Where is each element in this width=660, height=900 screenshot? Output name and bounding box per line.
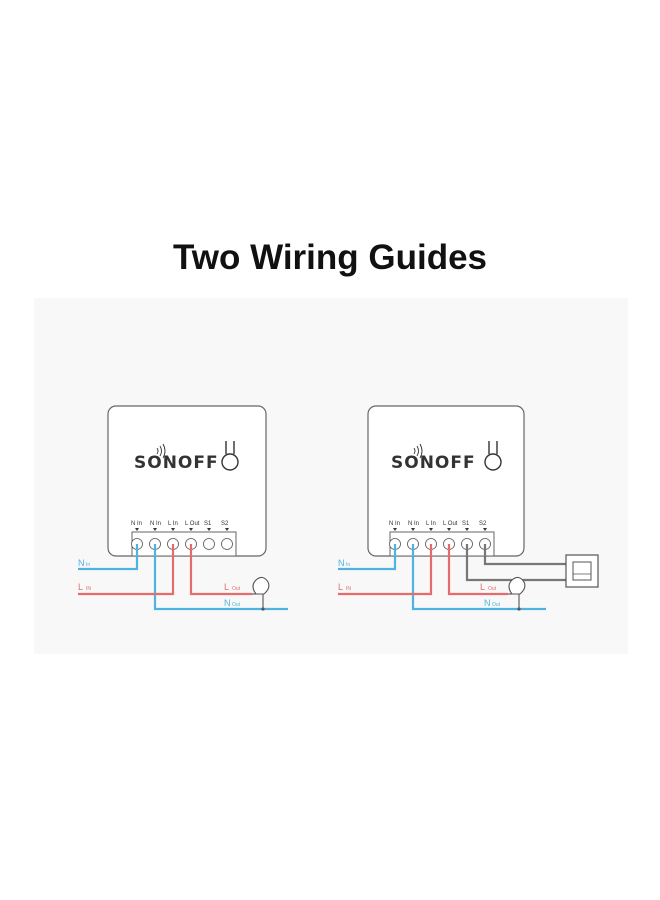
right-brand-logo: SONOFF: [391, 453, 476, 473]
right-terminal-labels: N In N In L In L Out S1 S2: [389, 521, 487, 527]
left-terminal-labels: N In N In L In L Out S1 S2: [131, 521, 229, 527]
right-light-bulb-icon: [508, 576, 526, 609]
right-terminal-label: L In: [426, 521, 436, 527]
left-wifi-signal-icon: [156, 443, 166, 459]
wiring-diagram-panel: SONOFF N In N In L In L Out S1 S2: [34, 298, 628, 654]
right-terminal-arrows: [393, 528, 487, 531]
right-terminal-label: L Out: [443, 521, 458, 527]
left-n-out-label: N: [224, 598, 231, 608]
left-l-out-wire: [189, 544, 252, 596]
left-l-in-sub-label: IN: [86, 586, 91, 592]
right-n-out-label: N: [484, 598, 491, 608]
right-terminal-block: [389, 531, 495, 557]
right-wifi-signal-icon: [413, 443, 423, 459]
left-antenna-icon: [221, 441, 239, 471]
left-n-in-sub-label: In: [86, 562, 90, 568]
right-s1-wire: [465, 544, 568, 582]
right-l-in-sub-label: IN: [346, 586, 351, 592]
left-terminal-block: [131, 531, 237, 557]
right-l-in-label: L: [338, 582, 343, 592]
right-l-in-wire: [338, 544, 433, 596]
left-terminal-label: N In: [150, 521, 161, 527]
left-wiring-diagram: SONOFF N In N In L In L Out S1 S2: [78, 405, 288, 611]
right-n-out-wire: [411, 544, 546, 611]
right-n-out-sub-label: Out: [492, 602, 501, 608]
left-n-out-sub-label: Out: [232, 602, 241, 608]
right-terminal-screws: [389, 538, 491, 550]
right-wiring-diagram: SONOFF N In N In L In L Out S1 S2: [338, 405, 599, 611]
left-terminal-arrows: [135, 528, 229, 531]
left-terminal-label: L Out: [185, 521, 200, 527]
page-title: Two Wiring Guides: [172, 238, 488, 277]
left-l-out-sub-label: Out: [232, 586, 241, 592]
left-l-in-wire: [78, 544, 175, 596]
left-terminal-label: N In: [131, 521, 142, 527]
right-l-out-wire: [447, 544, 508, 596]
right-terminal-label: S2: [479, 521, 487, 527]
right-l-out-label: L: [480, 582, 485, 592]
left-l-in-label: L: [78, 582, 83, 592]
right-n-in-sub-label: In: [346, 562, 350, 568]
right-n-in-label: N: [338, 558, 345, 568]
right-l-out-sub-label: Out: [488, 586, 497, 592]
left-terminal-label: L In: [168, 521, 178, 527]
left-light-bulb-icon: [252, 576, 270, 609]
right-antenna-icon: [484, 441, 502, 471]
left-terminal-label: S2: [221, 521, 229, 527]
left-l-out-label: L: [224, 582, 229, 592]
right-terminal-label: N In: [389, 521, 400, 527]
right-wall-switch-icon: [565, 554, 599, 588]
left-terminal-label: S1: [204, 521, 212, 527]
wiring-diagrams: SONOFF N In N In L In L Out S1 S2: [78, 405, 599, 611]
left-n-in-label: N: [78, 558, 85, 568]
right-lamp-node: [517, 607, 521, 611]
left-n-in-wire: [78, 544, 139, 571]
left-brand-logo: SONOFF: [134, 453, 219, 473]
right-terminal-label: S1: [462, 521, 470, 527]
right-n-in-wire: [338, 544, 397, 571]
left-lamp-node: [261, 607, 265, 611]
right-s2-wire: [483, 544, 568, 566]
right-terminal-label: N In: [408, 521, 419, 527]
left-n-out-wire: [153, 544, 288, 611]
